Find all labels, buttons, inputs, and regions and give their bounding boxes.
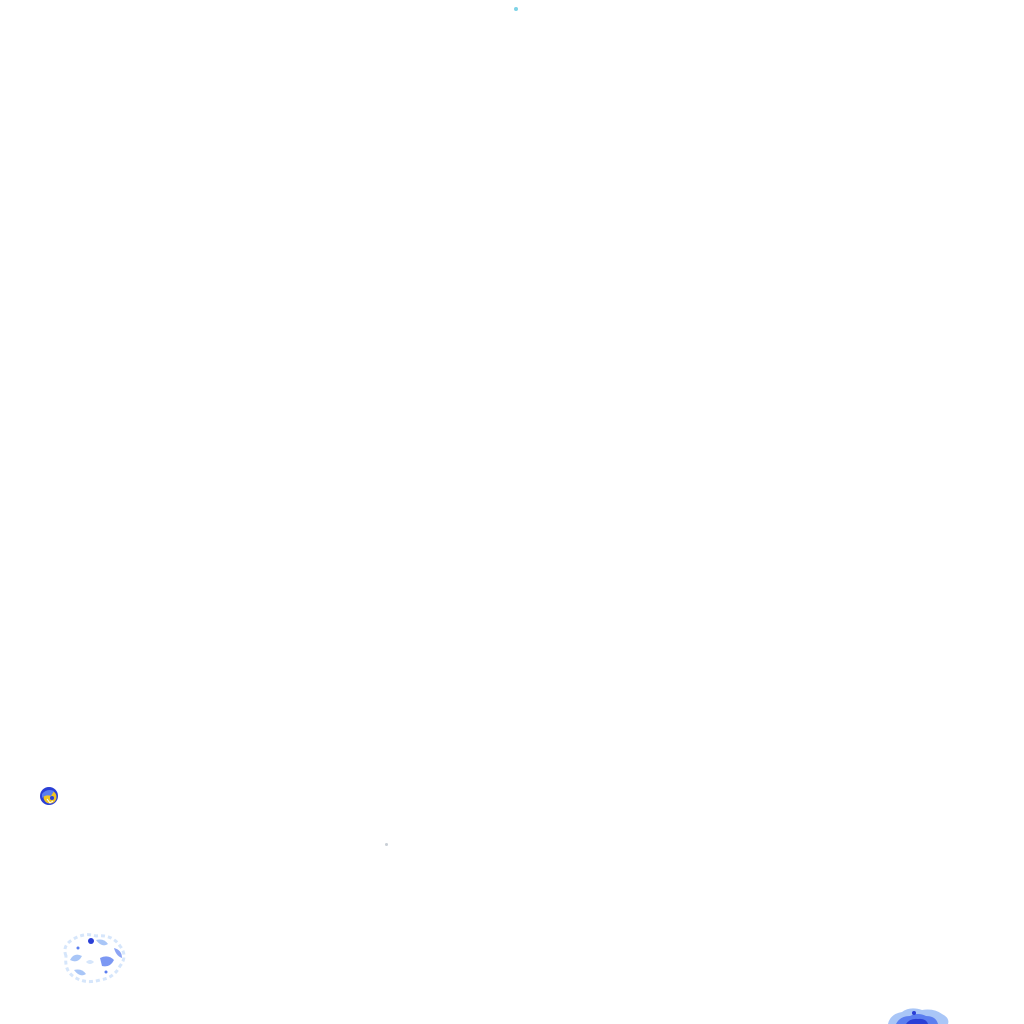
- blue-splotch-cluster-icon: [56, 926, 130, 988]
- cluster-patch-e: [74, 969, 86, 976]
- cluster-dark-dot: [88, 938, 94, 944]
- edge-cluster-core: [906, 1018, 928, 1024]
- cyan-speck-icon: [514, 7, 518, 11]
- cluster-patch-c: [100, 956, 114, 967]
- edge-cluster-shape: [888, 1008, 949, 1024]
- cluster-patch-d: [114, 948, 122, 958]
- cluster-small-dot-b: [104, 970, 108, 974]
- badge-shape: [40, 787, 58, 805]
- badge-mark: [46, 798, 54, 804]
- cluster-shape: [63, 933, 126, 984]
- gray-speck-icon: [385, 843, 388, 846]
- cluster-outline: [63, 933, 126, 984]
- edge-cluster-dot: [912, 1011, 916, 1015]
- badge-dot: [50, 796, 54, 800]
- badge-cap: [42, 790, 54, 798]
- cluster-patch-a: [70, 954, 82, 962]
- cluster-patch-f: [86, 960, 94, 964]
- cluster-small-dot-a: [76, 946, 80, 950]
- edge-blue-splotch-icon: [884, 1004, 952, 1024]
- cluster-patch-b: [96, 939, 108, 946]
- blue-yellow-badge-icon: [38, 785, 62, 809]
